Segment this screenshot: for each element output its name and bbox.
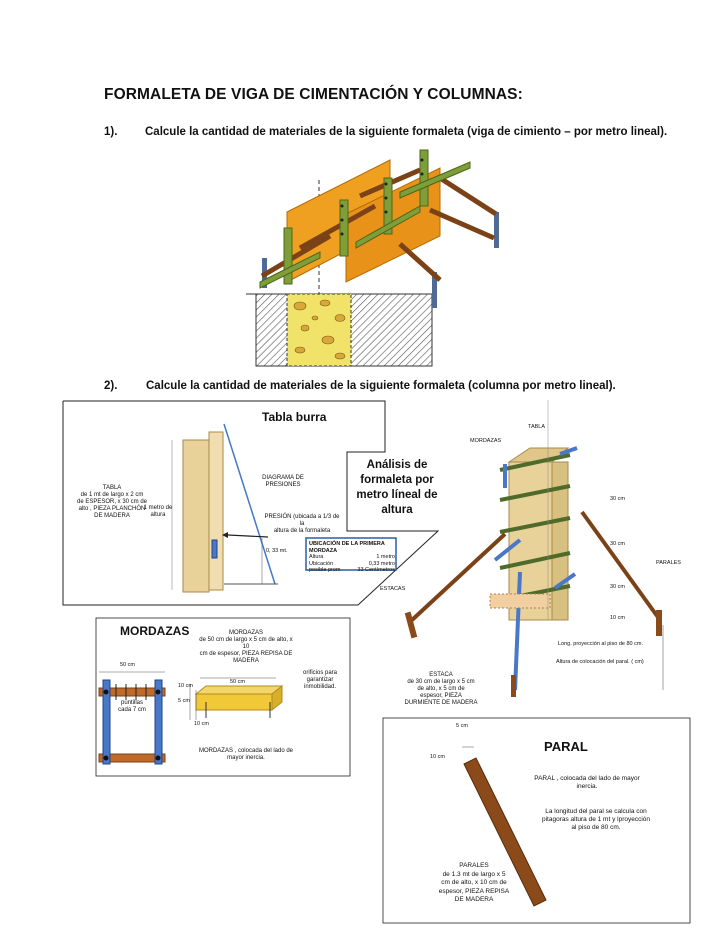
tabla-note: TABLA de 1 mt de largo x 2 cm de ESPESOR… xyxy=(76,485,148,519)
label-long-proyeccion: Long. proyección al piso de 80 cm. xyxy=(558,641,643,647)
mordazas-colocada: MORDAZAS , colocada del lado de mayor in… xyxy=(198,748,294,761)
presion-note: PRESIÓN (ubicada a 1/3 de la altura de l… xyxy=(264,514,340,534)
question-1-text: Calcule la cantidad de materiales de la … xyxy=(145,126,668,138)
paral-desc-1: PARAL , colocada del lado de mayor inerc… xyxy=(534,775,640,790)
page-title: FORMALETA DE VIGA DE CIMENTACIÓN Y COLUM… xyxy=(104,86,523,103)
metro-note: 1 metro de altura xyxy=(143,505,173,518)
mordazas-10cm-a: 10 cm xyxy=(178,683,193,689)
label-30cm-b: 30 cm xyxy=(610,541,625,547)
label-30cm-c: 30 cm xyxy=(610,584,625,590)
question-2-text: Calcule la cantidad de materiales de la … xyxy=(146,380,616,392)
question-2: 2). Calcule la cantidad de materiales de… xyxy=(104,380,664,396)
ubicacion-label: Ubicación xyxy=(309,560,334,567)
label-10cm: 10 cm xyxy=(610,615,625,621)
ubicacion-value: 0,33 metro xyxy=(368,560,395,567)
question-2-number: 2). xyxy=(104,380,118,392)
estaca-note: ESTACA de 30 cm de largo x 5 cm de alto,… xyxy=(404,672,478,706)
paral-title: PARAL xyxy=(544,739,588,754)
puntillas-note: puntillas cada 7 cm xyxy=(112,700,152,714)
paral-10cm: 10 cm xyxy=(430,754,445,760)
mordazas-50cm: 50 cm xyxy=(120,662,135,668)
paral-desc-2: La longitud del paral se calcula con pit… xyxy=(541,808,651,831)
mordazas-title: MORDAZAS xyxy=(120,624,190,638)
ubicacion-row: Altura 1 metro xyxy=(309,554,395,561)
label-tabla: TABLA xyxy=(528,424,546,430)
label-mordazas: MORDAZAS xyxy=(470,438,502,444)
mordazas-10cm-b: 10 cm xyxy=(194,721,209,727)
label-30cm-a: 30 cm xyxy=(610,496,625,502)
mordazas-50cm-b: 50 cm xyxy=(230,679,245,685)
label-altura-paral: Altura de colocación del paral. ( cm) xyxy=(556,659,644,665)
ubicacion-label: Altura xyxy=(309,554,324,560)
ubicacion-box: UBICACIÓN DE LA PRIMERA MORDAZA Altura 1 … xyxy=(309,541,395,574)
mordazas-desc: MORDAZAS de 50 cm de largo x 5 cm de alt… xyxy=(199,630,293,664)
ubicacion-header: UBICACIÓN DE LA PRIMERA MORDAZA xyxy=(309,541,385,554)
orificios-note: orificios para garantizar inmobilidad. xyxy=(302,670,337,690)
question-1: 1). Calcule la cantidad de materiales de… xyxy=(104,126,668,142)
ubicacion-value: 33 Centímetros xyxy=(357,567,395,573)
ubicacion-label: posible prom xyxy=(309,567,341,573)
label-parales: PARALES xyxy=(656,560,681,566)
ubicacion-row: Ubicación 0,33 metro xyxy=(309,561,395,568)
analisis-label: Análisis de formaleta por metro líneal d… xyxy=(356,459,438,516)
diagrama-presiones: DIAGRAMA DE PRESIONES xyxy=(262,475,304,488)
ubicacion-row: posible prom 33 Centímetros xyxy=(309,567,395,574)
dim-033: 0, 33 mt. xyxy=(266,548,288,554)
mordazas-5cm: 5 cm xyxy=(178,698,190,704)
paral-5cm: 5 cm xyxy=(456,723,468,729)
question-1-number: 1). xyxy=(104,126,118,138)
label-estacas: ESTACAS xyxy=(380,586,406,592)
ubicacion-value: 1 metro xyxy=(376,554,395,560)
tabla-burra-title: Tabla burra xyxy=(262,410,327,424)
paral-parales-note: PARALES de 1.3 mt de largo x 5 cm de alt… xyxy=(438,862,510,903)
